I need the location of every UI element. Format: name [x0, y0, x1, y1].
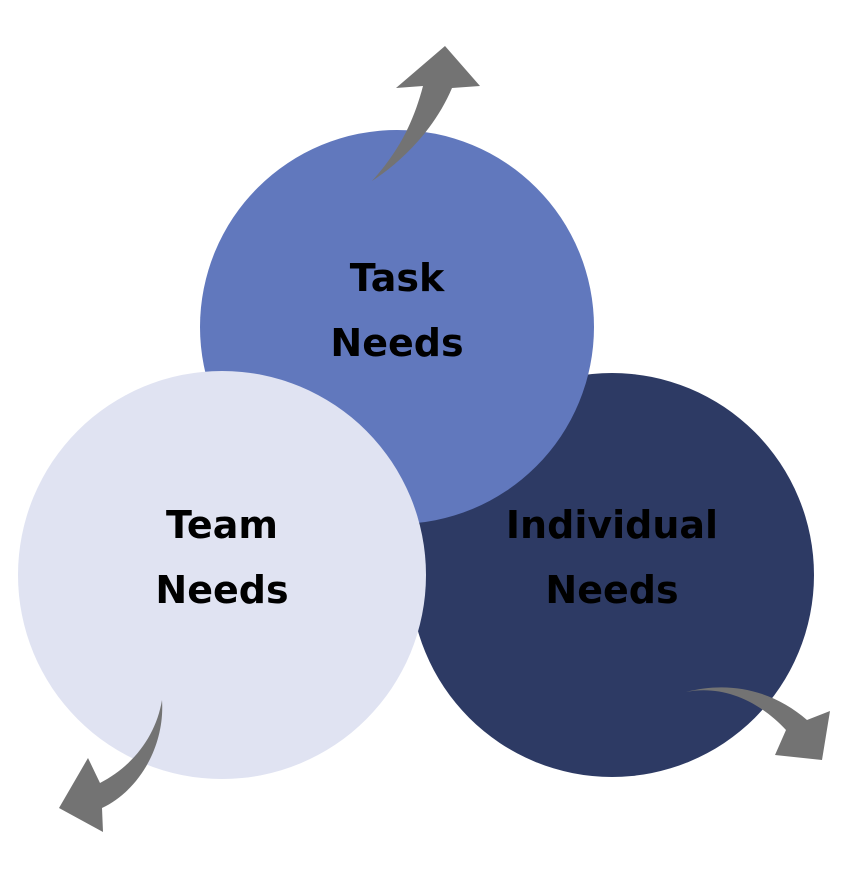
curved-arrow-down-left-icon	[59, 700, 163, 832]
curved-arrow-up-icon	[372, 46, 480, 181]
individual-needs-label-line1: Individual	[506, 503, 718, 547]
individual-needs-label-line2: Needs	[545, 568, 678, 612]
team-needs-circle	[18, 371, 426, 779]
curved-arrow-right-icon	[686, 687, 830, 760]
team-needs-label-line2: Needs	[155, 568, 288, 612]
task-needs-label-line1: Task	[350, 256, 445, 300]
team-needs-label-line1: Team	[166, 503, 278, 547]
task-needs-label-line2: Needs	[330, 321, 463, 365]
